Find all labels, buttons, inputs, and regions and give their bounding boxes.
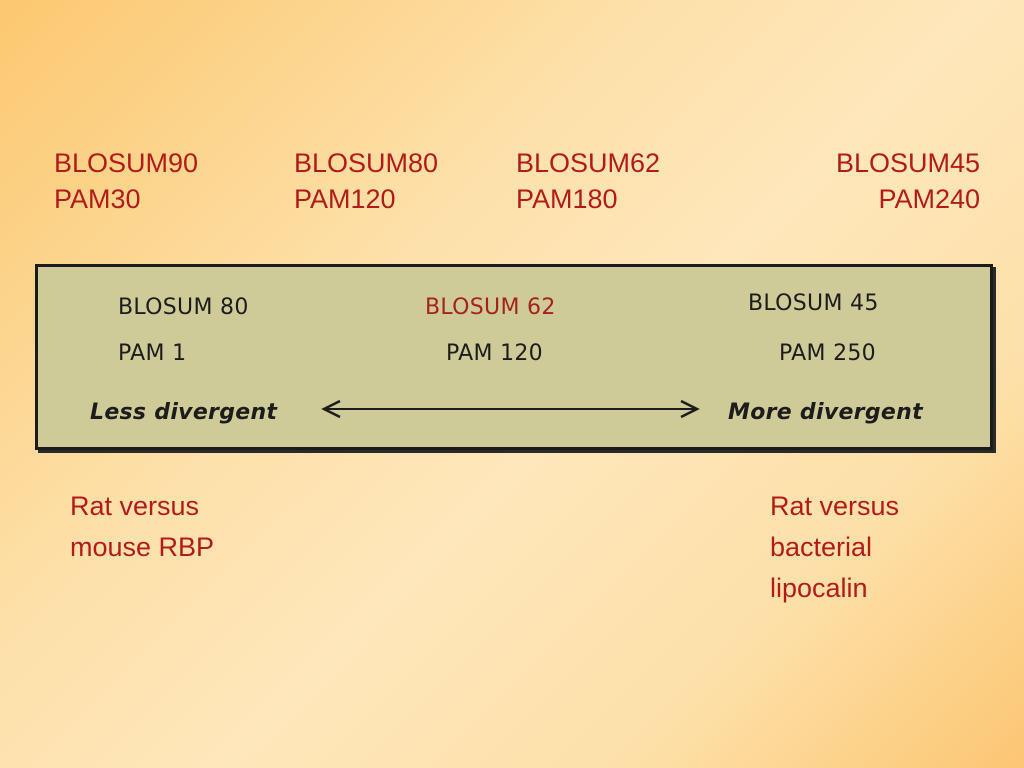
- top-scale-pam-label: PAM30: [54, 184, 141, 214]
- bottom-label-right-line: bacterial: [770, 532, 873, 562]
- top-scale-pam-label: PAM180: [516, 184, 618, 214]
- panel-left-caption: Less divergent: [90, 400, 278, 425]
- top-scale-item-4: BLOSUM45 PAM240: [836, 145, 980, 217]
- bottom-label-right-line: lipocalin: [770, 573, 868, 603]
- top-scale-pam-label: PAM240: [878, 184, 980, 214]
- bottom-label-right-line: Rat versus: [770, 491, 900, 521]
- panel-center-pam: PAM 120: [446, 341, 543, 366]
- panel-center-blosum: BLOSUM 62: [425, 295, 556, 320]
- top-scale-blosum-label: BLOSUM80: [294, 148, 439, 178]
- bottom-label-left: Rat versus mouse RBP: [70, 486, 214, 568]
- top-scale-item-3: BLOSUM62 PAM180: [516, 145, 660, 217]
- top-scale-item-1: BLOSUM90 PAM30: [54, 145, 198, 217]
- bottom-label-left-line: mouse RBP: [70, 532, 215, 562]
- bottom-label-left-line: Rat versus: [70, 491, 200, 521]
- double-arrow-icon: [321, 399, 700, 419]
- top-scale-pam-label: PAM120: [294, 184, 396, 214]
- top-scale-item-2: BLOSUM80 PAM120: [294, 145, 438, 217]
- top-scale-blosum-label: BLOSUM90: [54, 148, 199, 178]
- panel-right-caption: More divergent: [728, 400, 923, 425]
- panel-right-blosum: BLOSUM 45: [748, 291, 879, 316]
- top-scale-blosum-label: BLOSUM45: [835, 148, 980, 178]
- bottom-label-right: Rat versus bacterial lipocalin: [770, 486, 899, 609]
- panel-left-blosum: BLOSUM 80: [118, 295, 249, 320]
- panel-left-pam: PAM 1: [118, 341, 187, 366]
- panel-right-pam: PAM 250: [779, 341, 876, 366]
- divergence-panel: BLOSUM 80 PAM 1 Less divergent BLOSUM 62…: [35, 264, 993, 450]
- top-scale-blosum-label: BLOSUM62: [516, 148, 661, 178]
